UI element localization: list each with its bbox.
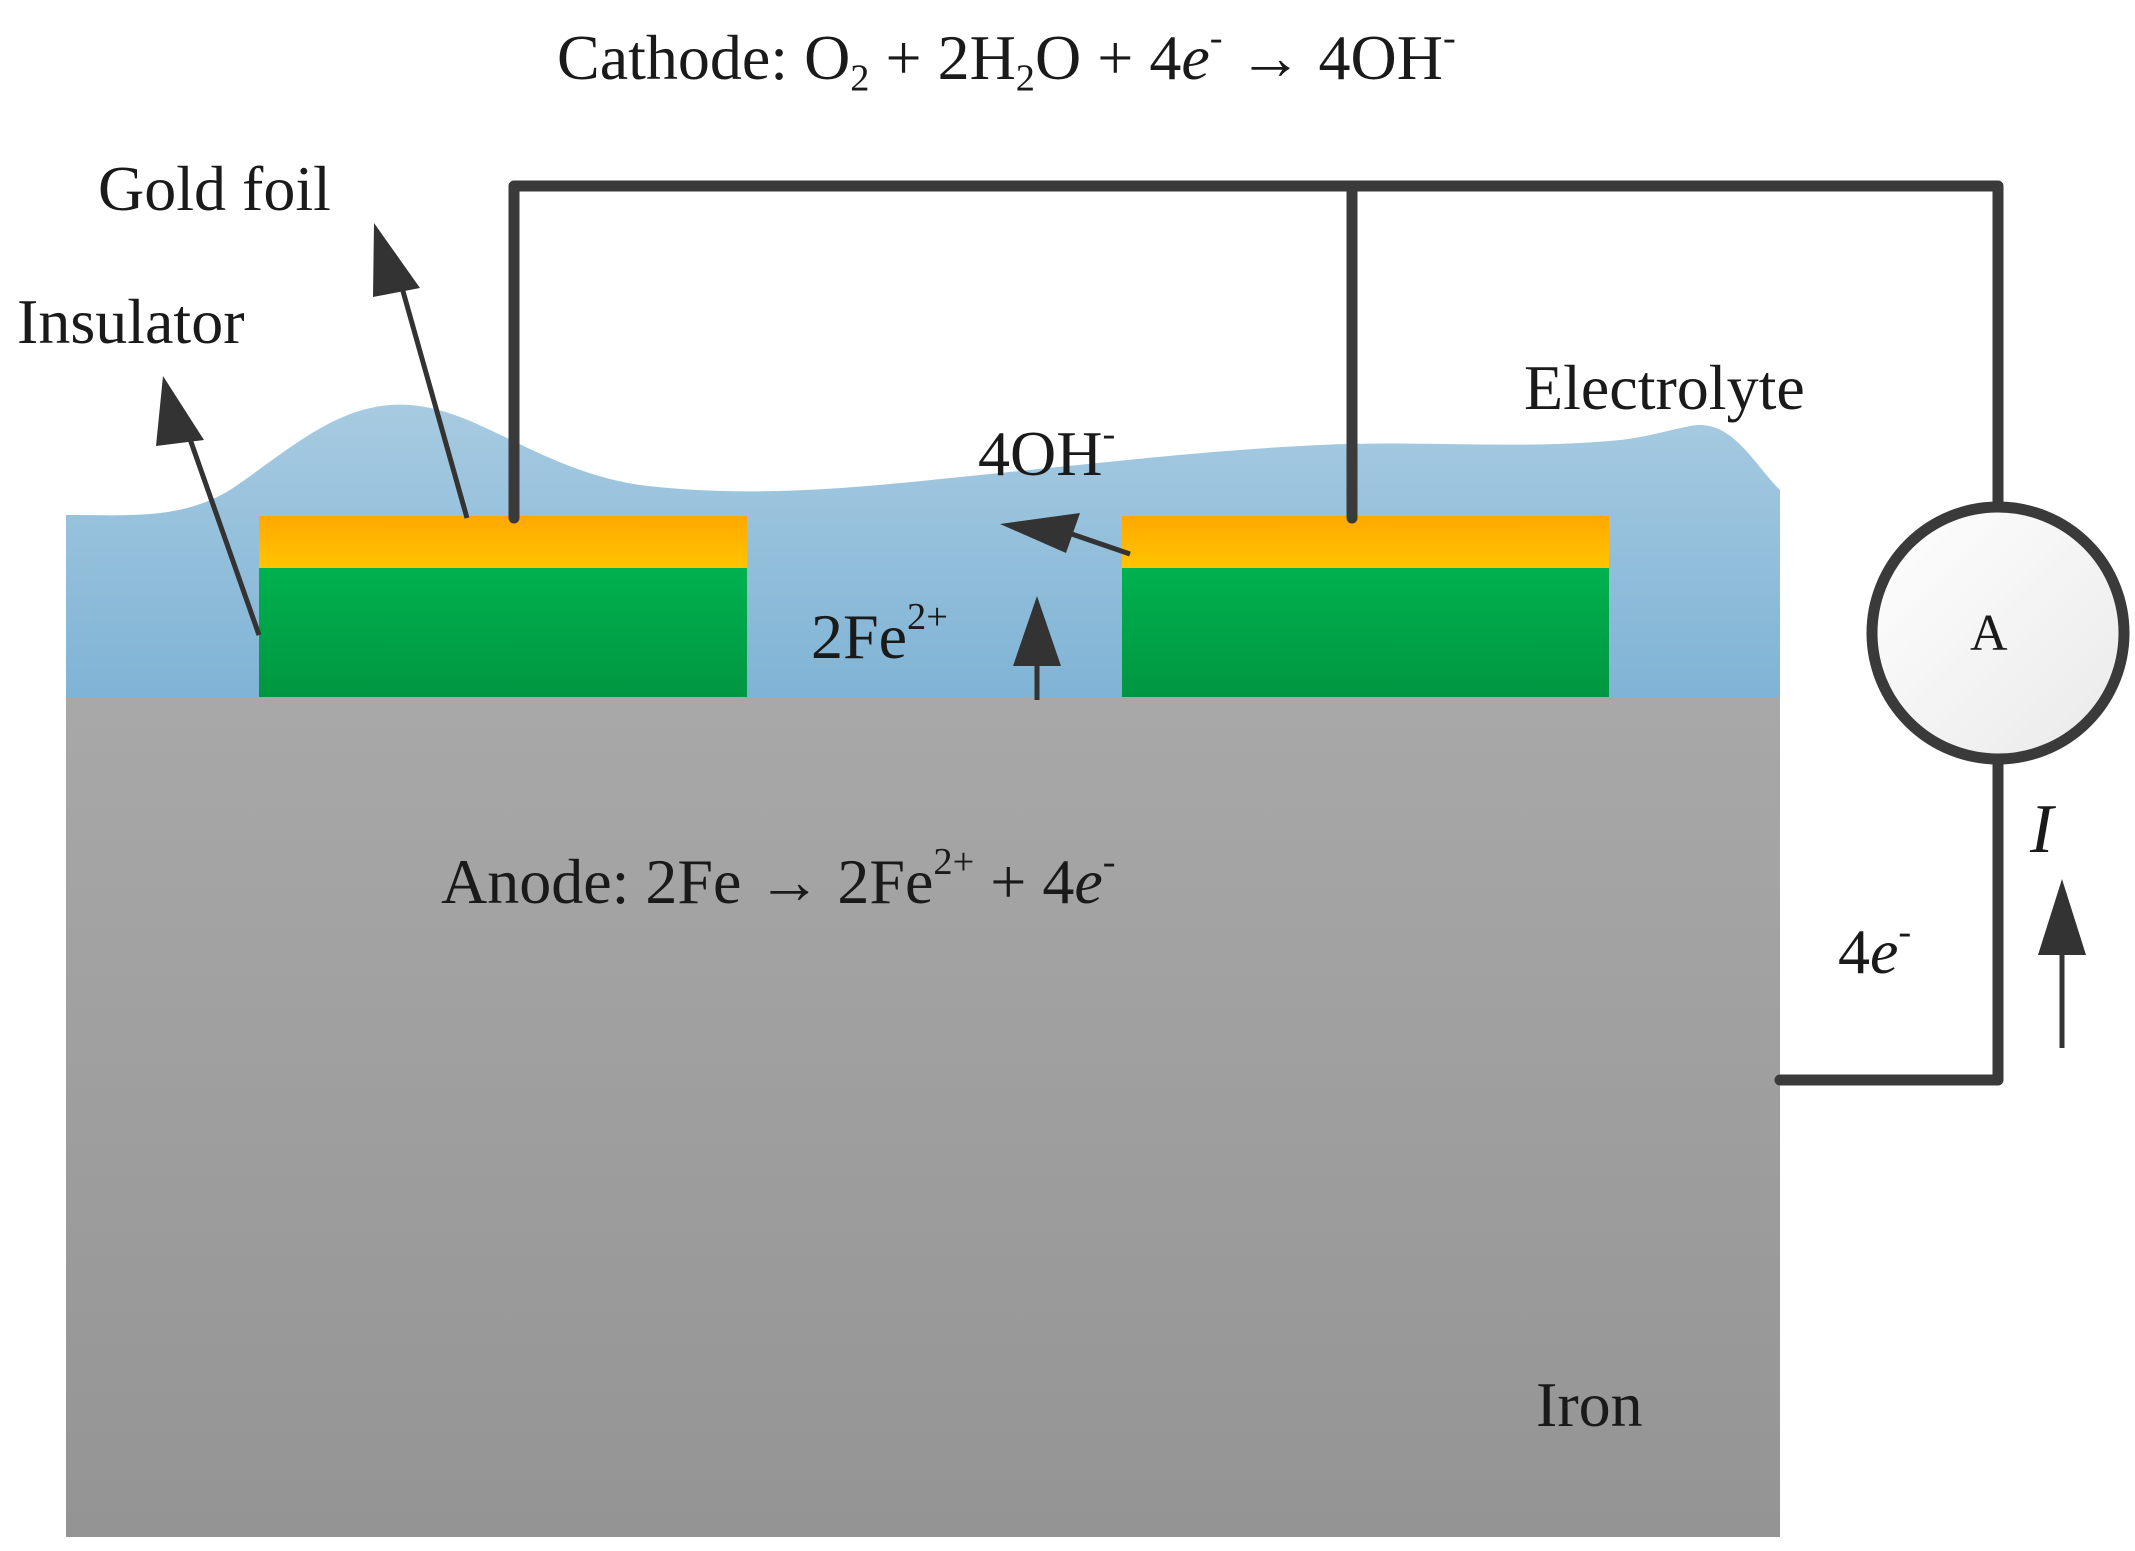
electrolyte-label: Electrolyte <box>1524 352 1805 423</box>
gold-foil-right <box>1122 516 1609 568</box>
insulator-left <box>259 566 747 697</box>
ferrous-label: 2Fe2+ <box>811 596 948 672</box>
circuit-wire <box>508 180 2004 1086</box>
callout-arrows <box>175 269 470 636</box>
hydroxide-label: 4OH- <box>978 413 1116 489</box>
gold-foil-left <box>259 516 747 568</box>
electrons-label: 4e- <box>1838 911 1912 987</box>
current-label: I <box>2030 791 2054 868</box>
cathode-equation: Cathode: O2 + 2H2O + 4e- → 4OH- <box>557 17 1456 100</box>
insulator-label: Insulator <box>17 286 245 357</box>
gold-foil-arrowhead <box>373 223 420 297</box>
anode-equation: Anode: 2Fe → 2Fe2+ + 4e- <box>441 841 1116 917</box>
current-arrowhead <box>2038 879 2086 955</box>
gold-foil-label: Gold foil <box>98 153 331 224</box>
ammeter-icon <box>1866 501 2130 765</box>
iron-label: Iron <box>1536 1369 1643 1440</box>
ferrous-arrowhead <box>1013 596 1061 666</box>
insulator-arrowhead <box>156 376 204 446</box>
iron-substrate <box>66 697 1780 1537</box>
ammeter-label: A <box>1970 605 2008 662</box>
insulator-right <box>1122 566 1609 697</box>
hydroxide-arrowhead <box>1000 513 1080 553</box>
